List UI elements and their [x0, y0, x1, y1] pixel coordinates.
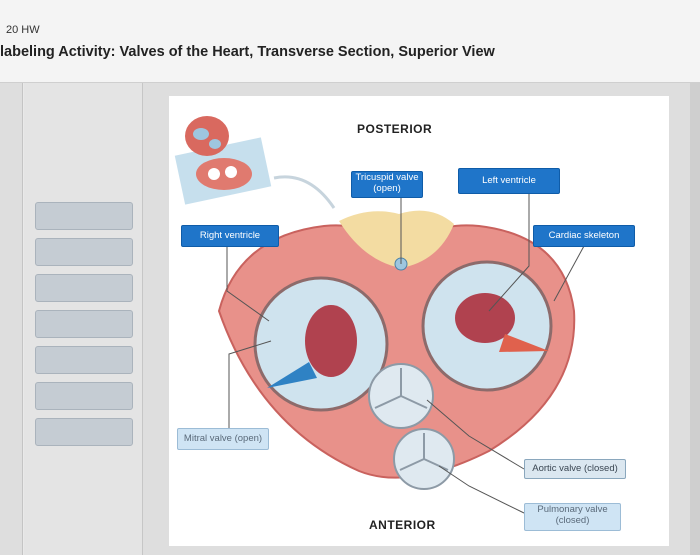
page-title: labeling Activity: Valves of the Heart, …	[0, 44, 495, 60]
pulmonary-valve-label[interactable]: Pulmonary valve (closed)	[524, 503, 621, 531]
heart-cross-section	[219, 211, 574, 489]
label-bank-slot[interactable]	[35, 310, 133, 338]
cardiac-skeleton-label[interactable]: Cardiac skeleton	[533, 225, 635, 247]
left-panel	[0, 83, 23, 555]
heart-inset-icon	[175, 116, 271, 205]
tricuspid-valve-label[interactable]: Tricuspid valve (open)	[351, 171, 423, 198]
anterior-label: ANTERIOR	[369, 518, 436, 532]
label-bank-slot[interactable]	[35, 418, 133, 446]
mitral-valve-label[interactable]: Mitral valve (open)	[177, 428, 269, 450]
aortic-valve-label[interactable]: Aortic valve (closed)	[524, 459, 626, 479]
left-ventricle-label[interactable]: Left ventricle	[458, 168, 560, 194]
label-bank-slot[interactable]	[35, 274, 133, 302]
label-bank-slot[interactable]	[35, 202, 133, 230]
label-bank-slot[interactable]	[35, 346, 133, 374]
label-bank	[24, 83, 143, 555]
heart-figure: POSTERIOR ANTERIOR Tricuspid valve (open…	[169, 96, 669, 546]
label-bank-slot[interactable]	[35, 382, 133, 410]
label-bank-slot[interactable]	[35, 238, 133, 266]
posterior-label: POSTERIOR	[357, 122, 432, 136]
scrollbar[interactable]	[690, 83, 700, 555]
header-bar: 20 HW labeling Activity: Valves of the H…	[0, 0, 700, 83]
right-ventricle-label[interactable]: Right ventricle	[181, 225, 279, 247]
assignment-label: 20 HW	[6, 24, 40, 36]
